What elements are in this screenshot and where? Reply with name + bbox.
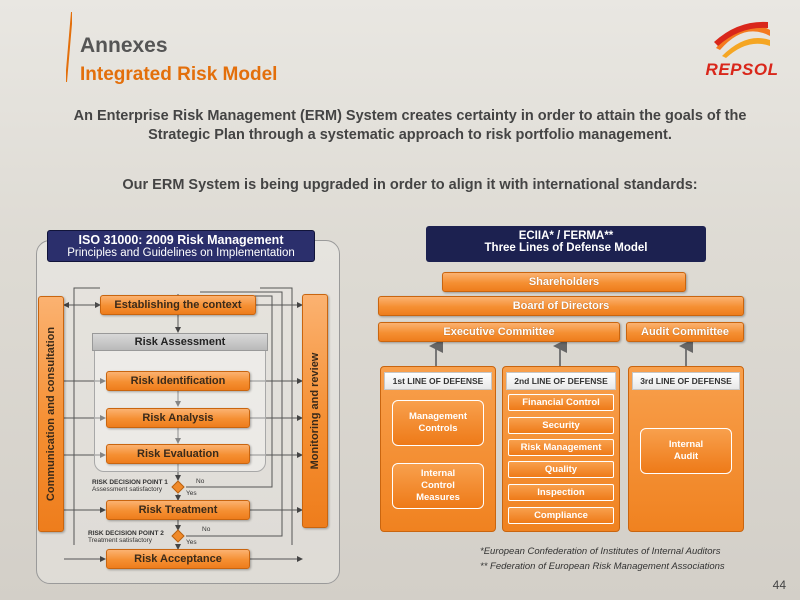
title-accent-stroke xyxy=(66,12,72,82)
eciia-header: ECIIA* / FERMA** Three Lines of Defense … xyxy=(426,226,706,262)
line-1-label: 1st LINE OF DEFENSE xyxy=(384,372,492,390)
risk-evaluation-box: Risk Evaluation xyxy=(106,444,250,464)
risk-identification-box: Risk Identification xyxy=(106,371,250,391)
repsol-logo-text: REPSOL xyxy=(705,60,779,79)
financial-control-box: Financial Control xyxy=(508,394,614,411)
decision-point-2: RISK DECISION POINT 2 Treatment satisfac… xyxy=(88,530,172,544)
decision-point-1-sub: Assessment satisfactory xyxy=(92,486,163,493)
internal-audit-box: Internal Audit xyxy=(640,428,732,474)
iso-title: ISO 31000: 2009 Risk Management xyxy=(78,233,284,247)
executive-committee-box: Executive Committee xyxy=(378,322,620,342)
decision-1-yes: Yes xyxy=(186,490,197,497)
line-2-label: 2nd LINE OF DEFENSE xyxy=(506,372,616,390)
risk-assessment-label: Risk Assessment xyxy=(92,333,268,351)
eciia-subtitle: Three Lines of Defense Model xyxy=(484,242,648,254)
board-box: Board of Directors xyxy=(378,296,744,316)
risk-analysis-box: Risk Analysis xyxy=(106,408,250,428)
decision-point-2-title: RISK DECISION POINT 2 xyxy=(88,530,164,537)
internal-control-measures-box: Internal Control Measures xyxy=(392,463,484,509)
intro-text: An Enterprise Risk Management (ERM) Syst… xyxy=(73,108,747,143)
decision-2-no: No xyxy=(202,526,211,533)
footnote-ferma: ** Federation of European Risk Managemen… xyxy=(480,561,725,572)
decision-point-1: RISK DECISION POINT 1 Assessment satisfa… xyxy=(92,479,172,493)
line-3-label: 3rd LINE OF DEFENSE xyxy=(632,372,740,390)
risk-management-box: Risk Management xyxy=(508,439,614,456)
decision-1-no: No xyxy=(196,478,205,485)
management-controls-box: Management Controls xyxy=(392,400,484,446)
inspection-box: Inspection xyxy=(508,484,614,501)
iso-subtitle: Principles and Guidelines on Implementat… xyxy=(67,247,295,259)
footnote-eciia: *European Confederation of Institutes of… xyxy=(480,546,721,557)
communication-bar: Communication and consultation xyxy=(38,296,64,532)
communication-label: Communication and consultation xyxy=(45,326,57,502)
page-number: 44 xyxy=(772,578,786,592)
decision-point-2-sub: Treatment satisfactory xyxy=(88,537,153,544)
monitoring-label: Monitoring and review xyxy=(309,352,321,470)
repsol-logo-icon xyxy=(714,21,770,58)
audit-committee-box: Audit Committee xyxy=(626,322,744,342)
page-subtitle: Integrated Risk Model xyxy=(80,64,278,85)
decision-2-yes: Yes xyxy=(186,539,197,546)
quality-box: Quality xyxy=(508,461,614,478)
risk-treatment-box: Risk Treatment xyxy=(106,500,250,520)
iso-header: ISO 31000: 2009 Risk Management Principl… xyxy=(47,230,315,262)
establishing-context-box: Establishing the context xyxy=(100,295,256,315)
decision-point-1-title: RISK DECISION POINT 1 xyxy=(92,479,168,486)
risk-acceptance-box: Risk Acceptance xyxy=(106,549,250,569)
page-title: Annexes xyxy=(80,34,168,57)
security-box: Security xyxy=(508,417,614,434)
shareholders-box: Shareholders xyxy=(442,272,686,292)
eciia-title: ECIIA* / FERMA** xyxy=(518,230,614,242)
monitoring-bar: Monitoring and review xyxy=(302,294,328,528)
upgrade-text: Our ERM System is being upgraded in orde… xyxy=(122,177,698,193)
compliance-box: Compliance xyxy=(508,507,614,524)
